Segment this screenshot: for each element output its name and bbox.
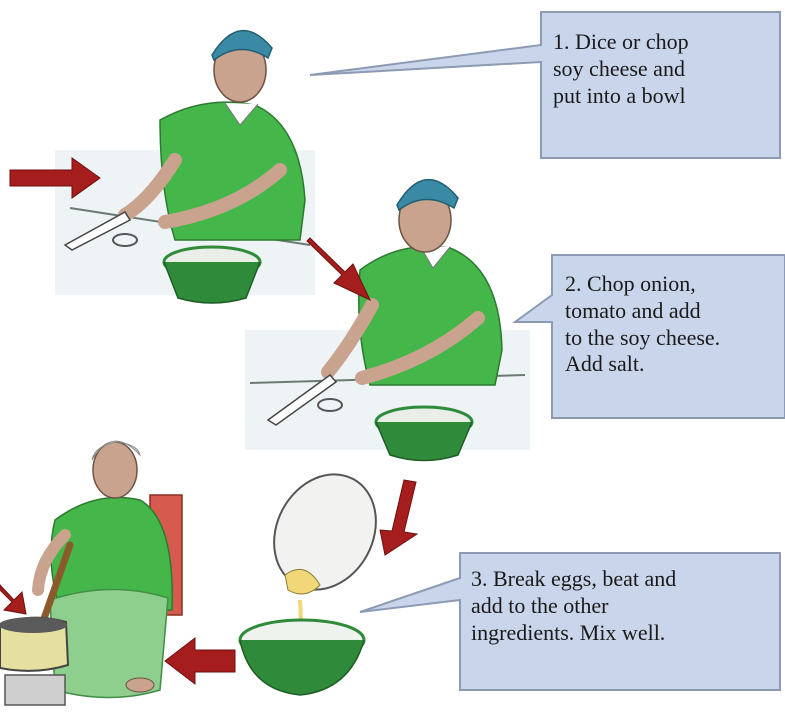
bowl-body xyxy=(240,640,364,695)
step-3-line: add to the other xyxy=(471,593,771,620)
step-3-text: 3. Break eggs, beat and add to the other… xyxy=(471,566,771,646)
red-arrow-icon xyxy=(165,638,235,684)
step-1-line: soy cheese and xyxy=(553,56,773,83)
scene-4-woman-cooking xyxy=(0,441,182,705)
step-1-text: 1. Dice or chop soy cheese and put into … xyxy=(553,29,773,109)
red-arrow-icon xyxy=(0,585,26,614)
scene-3-egg-bowl xyxy=(240,456,396,695)
stove-icon xyxy=(5,675,65,705)
scene-1-woman-chopping xyxy=(55,31,315,303)
step-3-line: 3. Break eggs, beat and xyxy=(471,566,771,593)
pot-contents xyxy=(0,617,67,633)
step-2-line: to the soy cheese. xyxy=(565,325,780,352)
red-arrow-icon xyxy=(380,480,417,555)
bowl-body xyxy=(164,262,260,303)
scene-4-feet xyxy=(126,678,154,692)
step-1-line: put into a bowl xyxy=(553,83,773,110)
step-1-line: 1. Dice or chop xyxy=(553,29,773,56)
step-2-line: Add salt. xyxy=(565,351,780,378)
scene-4-face xyxy=(93,442,137,498)
egg-icon xyxy=(254,456,395,607)
bowl-body xyxy=(376,422,472,461)
step-2-line: tomato and add xyxy=(565,298,780,325)
step-2-line: 2. Chop onion, xyxy=(565,271,780,298)
step-3-line: ingredients. Mix well. xyxy=(471,620,771,647)
step-2-text: 2. Chop onion, tomato and add to the soy… xyxy=(565,271,780,378)
